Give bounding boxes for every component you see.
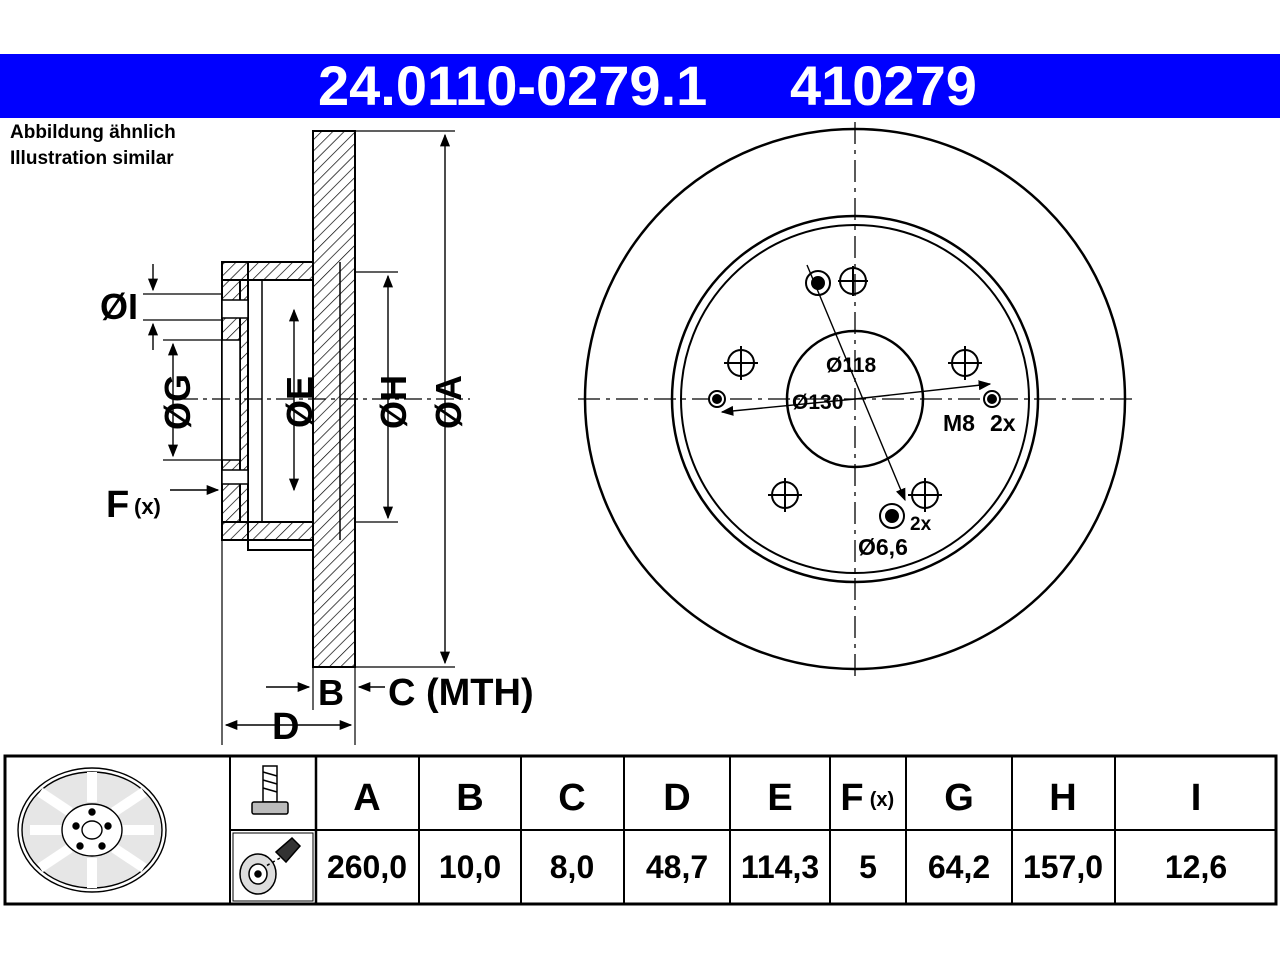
header-f: F	[840, 777, 863, 819]
label-d: D	[272, 706, 299, 748]
header-a: A	[353, 777, 380, 819]
header-i: I	[1191, 777, 1202, 819]
side-section-view: ØA ØH ØE ØG ØI F (x) B C (MTH) D	[100, 130, 534, 748]
dimension-table: A B C D E F (x) G H I 260,0 10,0 8,0 48,…	[3, 754, 1278, 906]
front-view: Ø118 Ø130 M8 2x 2x Ø6,6	[578, 122, 1135, 678]
illustration-note-en: Illustration similar	[10, 148, 174, 169]
label-thread: M8	[943, 410, 975, 436]
label-dia-h: ØH	[373, 375, 414, 429]
label-hole-dia: Ø6,6	[858, 534, 908, 560]
label-dia-e: ØE	[279, 376, 320, 428]
label-d118: Ø118	[826, 354, 877, 377]
label-dia-g: ØG	[157, 374, 198, 430]
bolt-icon	[251, 765, 289, 815]
brake-disc-icon	[17, 767, 167, 893]
label-c-mth: C (MTH)	[388, 672, 534, 714]
value-c: 8,0	[550, 849, 594, 885]
label-b: B	[318, 672, 344, 713]
value-d: 48,7	[646, 849, 708, 885]
label-thread-count: 2x	[990, 410, 1016, 436]
value-g: 64,2	[928, 849, 990, 885]
label-f: F	[106, 484, 129, 526]
value-a: 260,0	[327, 849, 407, 885]
header-banner: 24.0110-0279.1 410279	[0, 54, 1280, 118]
header-c: C	[558, 777, 585, 819]
header-b: B	[456, 777, 483, 819]
grease-spray-icon	[232, 832, 314, 902]
label-dia-a: ØA	[428, 375, 469, 429]
hub-top-section	[221, 261, 314, 281]
header-h: H	[1049, 777, 1076, 819]
header-f-sub: (x)	[870, 789, 894, 811]
hub-bottom-section	[221, 521, 314, 541]
article-number: 24.0110-0279.1	[318, 54, 708, 117]
value-e: 114,3	[741, 849, 819, 885]
illustration-note-de: Abbildung ähnlich	[10, 122, 176, 143]
value-b: 10,0	[439, 849, 501, 885]
header-d: D	[663, 777, 690, 819]
label-hole-count: 2x	[910, 514, 932, 535]
value-f: 5	[859, 849, 877, 885]
label-d130: Ø130	[792, 391, 843, 414]
value-h: 157,0	[1023, 849, 1103, 885]
short-number: 410279	[790, 54, 977, 117]
value-i: 12,6	[1165, 849, 1227, 885]
header-e: E	[767, 777, 792, 819]
label-dia-i: ØI	[100, 286, 138, 327]
label-f-sub: (x)	[134, 494, 161, 519]
header-g: G	[944, 777, 974, 819]
